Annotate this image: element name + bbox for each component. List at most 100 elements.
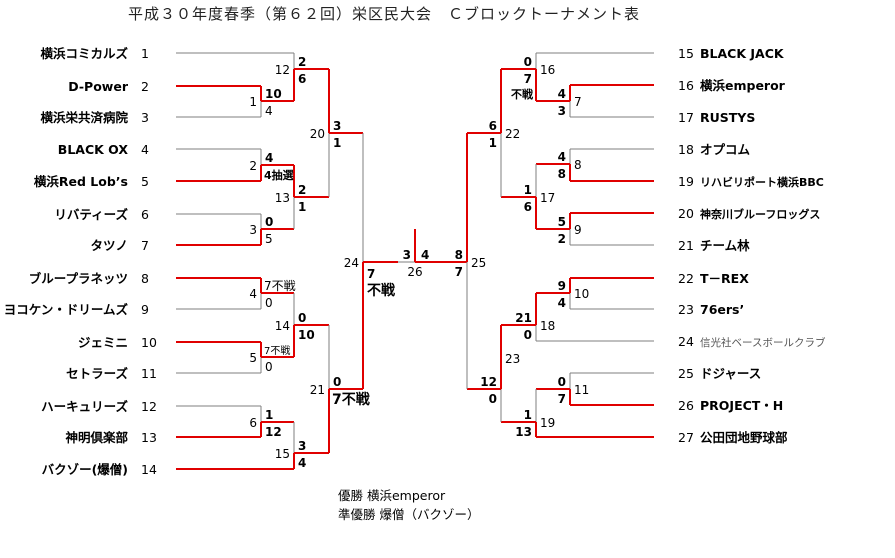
- team-seed: 14: [141, 462, 157, 477]
- match-number: 25: [471, 256, 486, 270]
- right-match-labels: 7 4 3 8 4 8 9 5 2 10 9 4 11 0 7 16 0 7 不…: [455, 55, 590, 439]
- score-top: 6: [489, 119, 497, 133]
- team-seed: 6: [141, 207, 149, 222]
- score-top: 12: [480, 375, 497, 389]
- match-number: 9: [574, 223, 582, 237]
- team-name: タツノ: [90, 238, 128, 253]
- runner-up-text: 準優勝 爆僧（バクゾー）: [338, 507, 479, 522]
- team-seed: 3: [141, 110, 149, 125]
- team-seed: 11: [141, 366, 157, 381]
- score-bottom: 0: [489, 392, 497, 406]
- final-score-left: 3: [403, 248, 411, 262]
- score-top: 4: [558, 87, 566, 101]
- team-name: 神明倶楽部: [65, 430, 128, 445]
- score-top: 21: [515, 311, 532, 325]
- team-seed: 25: [678, 366, 694, 381]
- team-name: ジェミニ: [78, 335, 128, 350]
- score-bottom: 12: [265, 425, 282, 439]
- match-number: 10: [574, 287, 589, 301]
- score-bottom: 10: [298, 328, 315, 342]
- score-bottom: 1: [333, 136, 341, 150]
- score-bottom: 0: [265, 296, 273, 310]
- final-score-right: 4: [421, 248, 429, 262]
- team-name: 信光社ベースボールクラブ: [700, 336, 826, 349]
- team-name: 横浜栄共済病院: [40, 110, 128, 125]
- score-top: 2: [298, 55, 306, 69]
- score-top: 1: [265, 408, 273, 422]
- team-seed: 21: [678, 238, 694, 253]
- match-number: 17: [540, 191, 555, 205]
- team-name: ブループラネッツ: [29, 271, 128, 286]
- team-name: 横浜emperor: [700, 78, 786, 93]
- team-seed: 2: [141, 79, 149, 94]
- team-name: ハーキュリーズ: [41, 399, 128, 414]
- score-bottom: 0: [265, 360, 273, 374]
- score-bottom: 1: [489, 136, 497, 150]
- score-bottom: 4: [298, 456, 306, 470]
- score-top: 9: [558, 279, 566, 293]
- match-number: 20: [310, 127, 325, 141]
- score-top: 0: [298, 311, 306, 325]
- team-name: BLACK OX: [58, 142, 129, 157]
- team-name: PROJECT・H: [700, 398, 783, 413]
- score-top: 4: [558, 150, 566, 164]
- champion-text: 優勝 横浜emperor: [338, 488, 446, 503]
- final-match-number: 26: [407, 265, 422, 279]
- team-seed: 24: [678, 334, 694, 349]
- match-number: 11: [574, 383, 589, 397]
- score-top: 1: [524, 408, 532, 422]
- score-top: 3: [298, 439, 306, 453]
- score-note: 不戦: [511, 87, 534, 101]
- team-name: 公田団地野球部: [700, 430, 788, 445]
- match-number: 1: [249, 95, 257, 109]
- team-seed: 23: [678, 302, 694, 317]
- match-number: 12: [275, 63, 290, 77]
- team-name: 神奈川ブルーフロッグス: [700, 207, 820, 221]
- match-number: 3: [249, 223, 257, 237]
- team-seed: 22: [678, 271, 694, 286]
- team-name: ドジャース: [700, 366, 761, 381]
- score-bottom: 13: [515, 425, 532, 439]
- match-number: 16: [540, 63, 555, 77]
- left-match-labels: 1 10 4 2 4 4抽選 3 0 5 4 7不戦 0 5 7不戦 0 6 1…: [249, 55, 396, 470]
- score-bottom: 2: [558, 232, 566, 246]
- final-lines: [398, 229, 467, 263]
- match-number: 23: [505, 352, 520, 366]
- score-bottom: 4: [265, 104, 273, 118]
- match-number: 6: [249, 416, 257, 430]
- match-number: 14: [275, 319, 290, 333]
- team-name: セトラーズ: [66, 366, 128, 381]
- team-seed: 8: [141, 271, 149, 286]
- team-seed: 1: [141, 46, 149, 61]
- results-footer: 優勝 横浜emperor 準優勝 爆僧（バクゾー）: [338, 488, 479, 522]
- score-top: 7不戦: [264, 344, 290, 357]
- team-name: 76ers’: [700, 302, 744, 317]
- match-number: 2: [249, 159, 257, 173]
- match-number: 4: [249, 287, 257, 301]
- team-seed: 19: [678, 174, 694, 189]
- score-note: 不戦: [367, 282, 396, 299]
- score-bottom: 7: [524, 72, 532, 86]
- left-team-list: 横浜コミカルズ 1 D-Power 2 横浜栄共済病院 3 BLACK OX 4…: [4, 46, 157, 477]
- score-bottom: 8: [558, 167, 566, 181]
- team-seed: 12: [141, 399, 157, 414]
- team-name: リハビリポート横浜BBC: [700, 175, 824, 189]
- score-bottom: 7不戦: [332, 391, 371, 408]
- team-seed: 18: [678, 142, 694, 157]
- score-top: 4: [265, 151, 273, 165]
- page-title: 平成３０年度春季（第６２回）栄区民大会 Ｃブロックトーナメント表: [128, 5, 640, 23]
- team-seed: 13: [141, 430, 157, 445]
- score-bottom: 5: [265, 232, 273, 246]
- team-name: バクゾー(爆僧): [42, 462, 128, 477]
- team-seed: 17: [678, 110, 694, 125]
- score-top: 7不戦: [264, 279, 296, 293]
- match-number: 15: [275, 447, 290, 461]
- score-bottom: 6: [298, 72, 306, 86]
- score-top: 0: [558, 375, 566, 389]
- left-bracket-lines: [176, 52, 398, 470]
- score-top: 0: [265, 215, 273, 229]
- match-number: 21: [310, 383, 325, 397]
- score-bottom: 7: [455, 265, 463, 279]
- score-top: 1: [524, 183, 532, 197]
